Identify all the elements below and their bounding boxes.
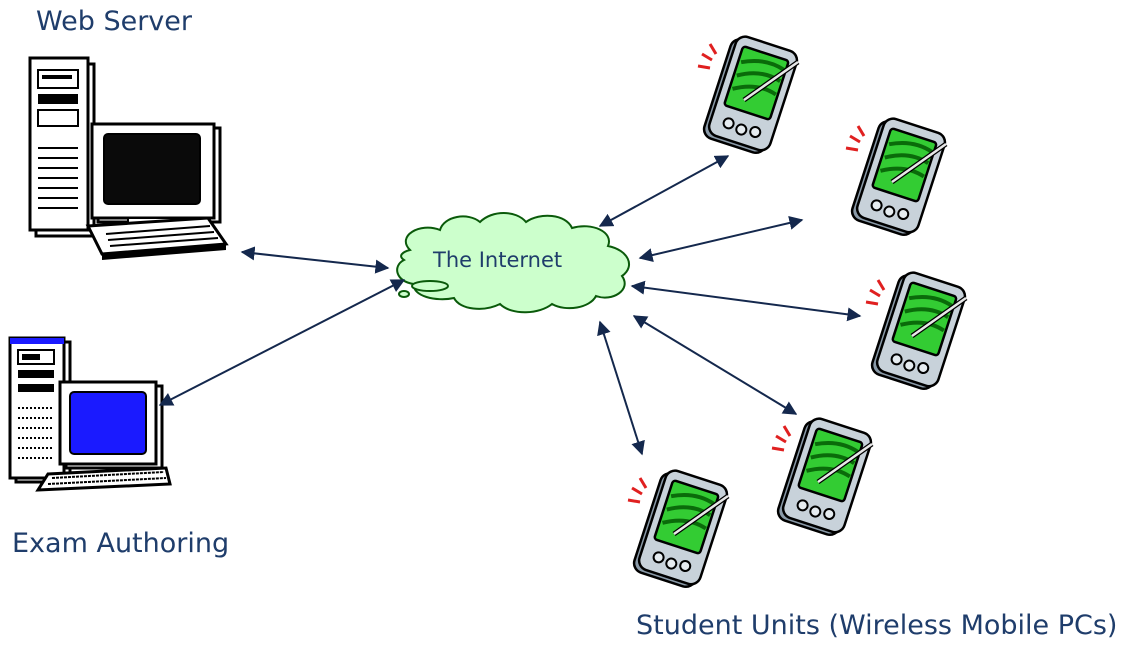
pda-5-icon <box>628 467 730 591</box>
student-units-label: Student Units (Wireless Mobile PCs) <box>636 610 1118 641</box>
pda-3-icon <box>866 269 968 393</box>
edge-internet-pda-5 <box>597 320 645 456</box>
pda-4-icon <box>772 415 874 539</box>
edge-internet-pda-4 <box>632 315 798 415</box>
internet-label: The Internet <box>432 248 562 272</box>
edge-exam-authoring-internet <box>158 279 406 406</box>
edge-web-server-internet <box>240 246 390 274</box>
pda-1-icon <box>698 33 800 157</box>
edge-internet-pda-1 <box>598 155 730 227</box>
web-server-computer-icon <box>28 56 229 260</box>
exam-authoring-label: Exam Authoring <box>12 528 230 559</box>
exam-authoring-computer-icon <box>8 336 172 492</box>
edge-internet-pda-3 <box>630 280 862 322</box>
pda-2-icon <box>846 115 948 239</box>
internet-cloud-icon: The Internet <box>396 212 630 314</box>
connections <box>158 155 862 456</box>
web-server-label: Web Server <box>36 6 192 37</box>
edge-internet-pda-2 <box>638 216 804 262</box>
